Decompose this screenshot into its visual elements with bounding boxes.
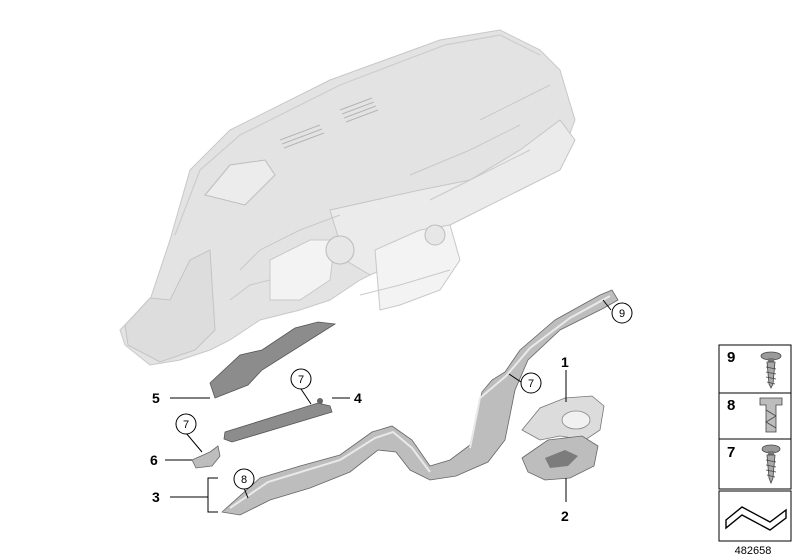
legend-number-7: 7 xyxy=(727,444,735,461)
assortment-symbol-icon xyxy=(725,506,787,531)
part-4-clip xyxy=(317,398,323,404)
callout-7-circle-c: 7 xyxy=(520,372,542,394)
screw-9-icon xyxy=(760,351,782,389)
screw-7-icon xyxy=(761,444,781,485)
part-1-opening xyxy=(561,410,591,430)
dashboard-carrier xyxy=(119,29,576,366)
callout-9-circle: 9 xyxy=(611,302,633,324)
callout-6: 6 xyxy=(150,452,158,468)
part-6-bracket xyxy=(191,445,221,469)
svg-text:9: 9 xyxy=(619,308,625,320)
callout-3: 3 xyxy=(152,489,160,505)
svg-text:7: 7 xyxy=(528,378,534,390)
legend-cell-9 xyxy=(718,344,792,394)
part-3-trim-highlight xyxy=(229,295,611,509)
callout-labels: 5 4 6 3 1 2 7 7 7 8 9 xyxy=(150,302,633,524)
svg-text:8: 8 xyxy=(241,474,247,486)
fastener-legend: 9 8 7 xyxy=(718,344,792,542)
legend-number-8: 8 xyxy=(727,397,735,414)
part-2-opening xyxy=(545,450,578,468)
callout-4: 4 xyxy=(354,390,362,406)
callout-2: 2 xyxy=(561,508,569,524)
part-4-strip xyxy=(223,402,333,443)
callout-8-circle: 8 xyxy=(233,468,255,490)
clip-8-icon xyxy=(759,397,783,433)
part-5-panel xyxy=(209,321,337,399)
legend-number-9: 9 xyxy=(727,349,735,366)
svg-text:7: 7 xyxy=(298,374,304,386)
callout-1: 1 xyxy=(561,354,569,370)
image-number: 482658 xyxy=(735,545,772,557)
leader-lines xyxy=(165,299,612,513)
callout-7-circle-b: 7 xyxy=(175,413,197,435)
svg-text:7: 7 xyxy=(183,419,189,431)
callout-7-circle-a: 7 xyxy=(290,368,312,390)
callout-5: 5 xyxy=(152,390,160,406)
